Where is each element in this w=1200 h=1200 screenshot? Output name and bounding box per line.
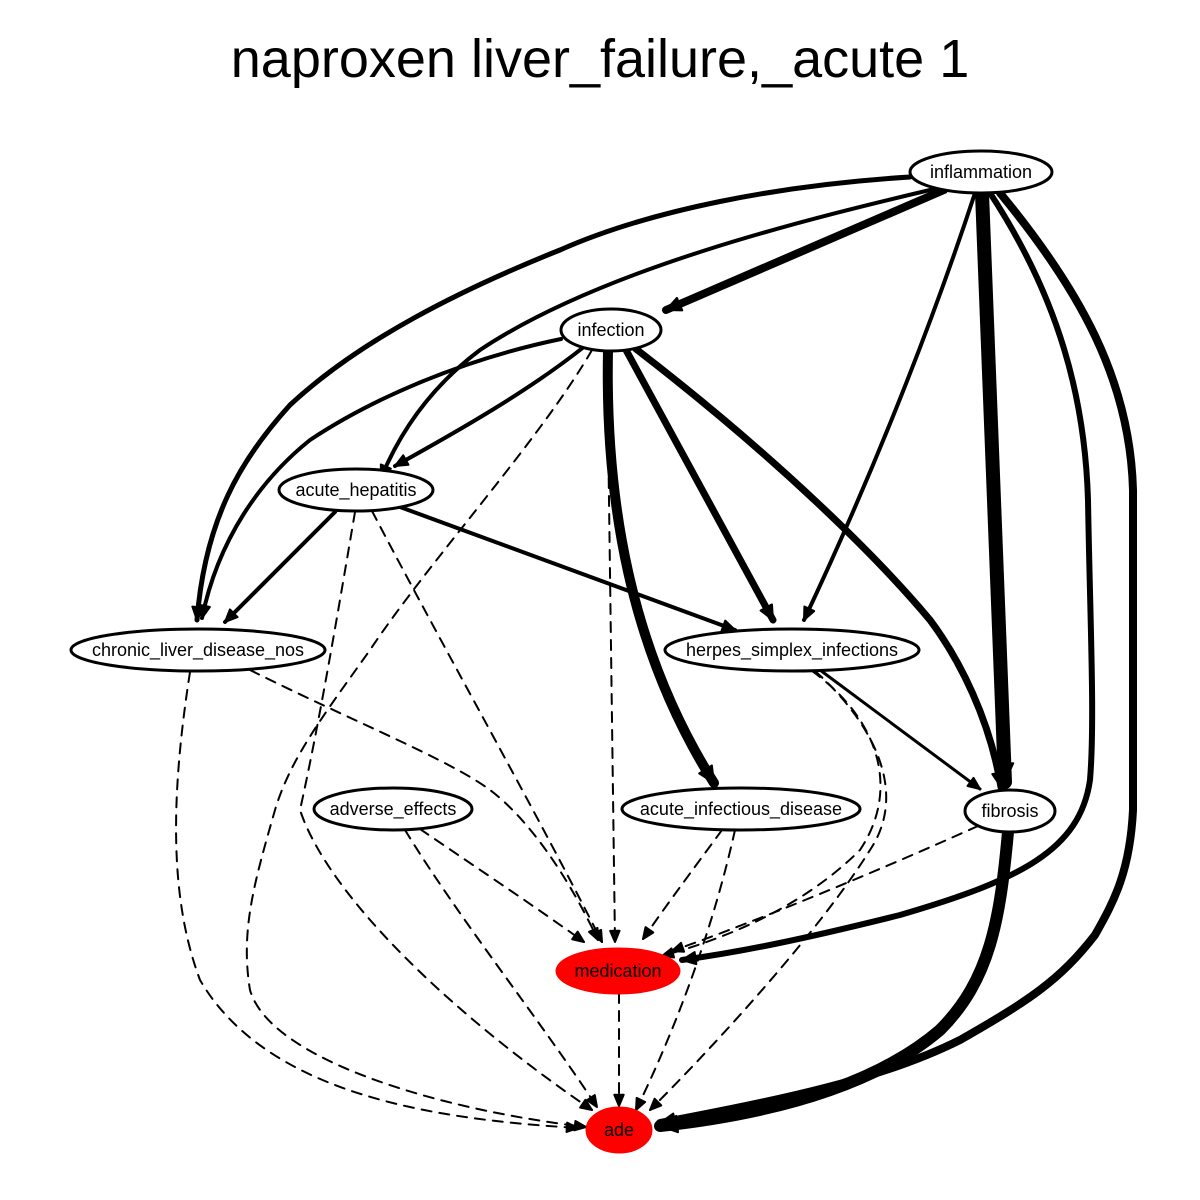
- edge-adverse-effects-to-medication-arrowhead: [571, 930, 585, 943]
- node-ade[interactable]: ade: [585, 1106, 653, 1154]
- edge-herpes-simplex-infections-to-fibrosis: [818, 668, 982, 791]
- edge-inflammation-to-herpes-simplex-infections: [802, 191, 977, 622]
- edge-inflammation-to-chronic-liver-disease-nos: [194, 174, 913, 623]
- edge-acute-infectious-disease-to-medication-arrowhead: [642, 926, 655, 940]
- edge-herpes-simplex-infections-to-ade-arrowhead: [649, 1097, 663, 1111]
- edge-infection-to-medication: [606, 351, 616, 943]
- node-acute-hepatitis[interactable]: acute_hepatitis: [277, 467, 435, 513]
- node-label: adverse_effects: [330, 799, 457, 820]
- edge-infection-to-acute-hepatitis: [393, 344, 587, 468]
- page-title: naproxen liver_failure,_acute 1: [230, 29, 970, 89]
- edge-inflammation-to-acute-hepatitis: [379, 181, 962, 480]
- node-label: infection: [577, 320, 644, 340]
- edge-fibrosis-to-medication-arrowhead: [671, 941, 686, 953]
- node-medication[interactable]: medication: [555, 947, 681, 995]
- edge-infection-to-chronic-liver-disease-nos: [200, 337, 563, 620]
- edge-acute-hepatitis-to-medication: [371, 510, 603, 943]
- edge-infection-to-acute-infectious-disease-arrowhead: [698, 764, 715, 784]
- node-label: acute_hepatitis: [295, 480, 416, 501]
- edge-infection-to-herpes-simplex-infections-arrowhead: [759, 603, 774, 621]
- edge-chronic-liver-disease-nos-to-ade: [175, 671, 579, 1129]
- edge-adverse-effects-to-ade: [404, 829, 598, 1108]
- edge-infection-to-fibrosis: [632, 345, 1005, 791]
- edge-acute-hepatitis-to-ade-arrowhead: [579, 1098, 593, 1111]
- node-adverse-effects[interactable]: adverse_effects: [312, 786, 474, 832]
- edge-inflammation-to-medication-arrowhead: [681, 951, 698, 966]
- node-shape: [663, 627, 921, 673]
- edge-inflammation-to-ade: [656, 189, 1138, 1127]
- node-chronic-liver-disease-nos[interactable]: chronic_liver_disease_nos: [69, 627, 327, 673]
- node-label: chronic_liver_disease_nos: [92, 640, 304, 661]
- edge-infection-to-fibrosis-arrowhead: [991, 770, 1006, 788]
- edge-herpes-simplex-infections-to-fibrosis-arrowhead: [966, 776, 981, 790]
- node-label: medication: [574, 961, 661, 981]
- node-label: inflammation: [930, 162, 1032, 182]
- edge-herpes-simplex-infections-to-medication: [661, 670, 882, 957]
- node-inflammation[interactable]: inflammation: [908, 149, 1054, 195]
- edge-herpes-simplex-infections-to-ade: [649, 670, 888, 1111]
- node-shape: [277, 467, 435, 513]
- node-label: acute_infectious_disease: [640, 799, 842, 820]
- node-label: herpes_simplex_infections: [686, 640, 898, 661]
- edge-acute-infectious-disease-to-medication: [642, 829, 723, 940]
- edge-chronic-liver-disease-nos-to-ade-arrowhead: [565, 1121, 579, 1133]
- edge-acute-hepatitis-to-herpes-simplex-infections: [398, 505, 737, 632]
- edge-acute-hepatitis-to-chronic-liver-disease-nos: [223, 510, 337, 624]
- edges-layer: [175, 174, 1138, 1134]
- edge-infection-to-herpes-simplex-infections: [622, 346, 777, 624]
- edge-fibrosis-to-ade: [654, 826, 1014, 1132]
- edge-fibrosis-to-medication: [671, 825, 979, 952]
- edge-acute-hepatitis-to-herpes-simplex-infections-arrowhead: [720, 619, 736, 632]
- node-shape: [585, 1106, 653, 1154]
- edge-infection-to-ade: [245, 349, 593, 1128]
- node-shape: [908, 149, 1054, 195]
- edge-inflammation-to-infection-arrowhead: [665, 296, 684, 312]
- node-acute-infectious-disease[interactable]: acute_infectious_disease: [620, 786, 862, 832]
- edge-infection-to-chronic-liver-disease-nos-arrowhead: [198, 603, 211, 619]
- node-shape: [69, 627, 327, 673]
- node-label: ade: [604, 1120, 634, 1140]
- edge-inflammation-to-fibrosis: [975, 186, 1012, 789]
- edge-chronic-liver-disease-nos-to-medication-arrowhead: [587, 926, 599, 941]
- edge-inflammation-to-medication: [679, 190, 1096, 963]
- node-herpes-simplex-infections[interactable]: herpes_simplex_infections: [663, 627, 921, 673]
- edge-acute-hepatitis-to-ade: [299, 511, 593, 1111]
- edge-medication-to-ade-arrowhead: [613, 1093, 625, 1107]
- edge-acute-hepatitis-to-chronic-liver-disease-nos-arrowhead: [224, 608, 239, 623]
- edge-acute-infectious-disease-to-ade: [635, 829, 736, 1111]
- node-fibrosis[interactable]: fibrosis: [963, 788, 1057, 834]
- node-shape: [963, 788, 1057, 834]
- edge-adverse-effects-to-ade-arrowhead: [585, 1094, 598, 1108]
- node-shape: [555, 947, 681, 995]
- edge-inflammation-to-herpes-simplex-infections-arrowhead: [803, 605, 816, 621]
- edge-infection-to-acute-hepatitis-arrowhead: [394, 454, 410, 467]
- edge-infection-to-medication-arrowhead: [609, 929, 621, 943]
- edge-chronic-liver-disease-nos-to-medication: [249, 669, 599, 941]
- nodes-layer: inflammation infection acute_hepatitischro…: [69, 149, 1057, 1154]
- edge-fibrosis-to-ade-arrowhead: [659, 1114, 680, 1134]
- node-shape: [312, 786, 474, 832]
- node-shape: [620, 786, 862, 832]
- edge-adverse-effects-to-medication: [419, 828, 585, 943]
- edge-inflammation-to-infection: [662, 186, 948, 314]
- node-label: fibrosis: [981, 801, 1038, 821]
- edge-acute-infectious-disease-to-ade-arrowhead: [635, 1096, 647, 1111]
- node-infection[interactable]: infection: [559, 307, 663, 353]
- node-shape: [559, 307, 663, 353]
